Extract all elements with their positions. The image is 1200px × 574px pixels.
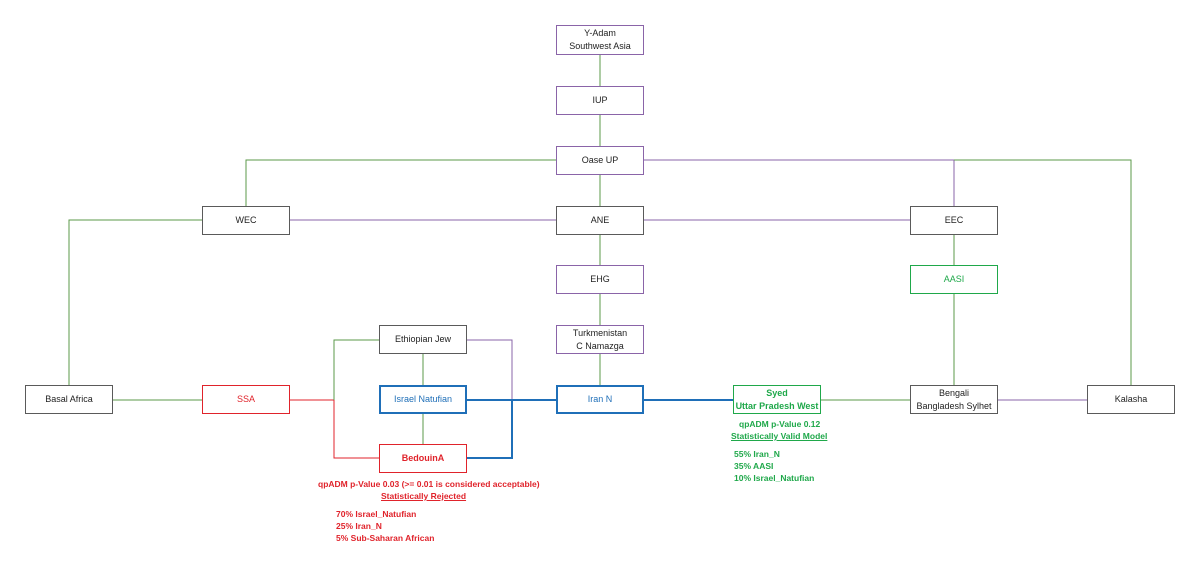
syed-verdict: Statistically Valid Model [731, 431, 828, 441]
node-basal-label: Basal Africa [45, 394, 93, 404]
bedouin-component: 25% Iran_N [336, 521, 382, 531]
node-natufian-label: Israel Natufian [393, 394, 453, 404]
node-ssa-label: SSA [236, 394, 255, 404]
node-syed: Syed Uttar Pradesh West [733, 385, 821, 414]
node-bengali: Bengali Bangladesh Sylhet [910, 385, 998, 414]
node-eec-label: EEC [944, 215, 964, 225]
node-bengali-line2: Bangladesh Sylhet [916, 400, 992, 411]
syed-component: 55% Iran_N [734, 449, 780, 459]
node-syed-line1: Syed [766, 387, 788, 398]
node-israel-natufian: Israel Natufian [379, 385, 467, 414]
node-basal-africa: Basal Africa [25, 385, 113, 414]
node-turkmenistan-line2: C Namazga [576, 340, 624, 351]
node-iran-label: Iran N [587, 394, 613, 404]
node-ane: ANE [556, 206, 644, 235]
node-iup-label: IUP [592, 95, 608, 105]
node-ehg: EHG [556, 265, 644, 294]
node-oase-up: Oase UP [556, 146, 644, 175]
node-ethiopian-label: Ethiopian Jew [394, 334, 452, 344]
node-y-adam-line2: Southwest Asia [569, 41, 631, 51]
edge-wec-basal [68, 219, 202, 385]
bedouin-pvalue: qpADM p-Value 0.03 (>= 0.01 is considere… [318, 479, 540, 489]
node-oase-label: Oase UP [581, 155, 619, 165]
bedouin-component: 70% Israel_Natufian [336, 509, 417, 519]
edge-bedouin-iran [467, 400, 513, 459]
node-ssa: SSA [202, 385, 290, 414]
edge-oase-eec [644, 159, 955, 206]
node-ehg-label: EHG [590, 274, 610, 284]
syed-component: 10% Israel_Natufian [734, 473, 815, 483]
syed-pvalue: qpADM p-Value 0.12 [739, 419, 821, 429]
bedouin-verdict: Statistically Rejected [381, 491, 467, 501]
node-iran-n: Iran N [556, 385, 644, 414]
node-ethiopian-jew: Ethiopian Jew [379, 325, 467, 354]
edge-oase-wec [245, 159, 556, 206]
node-kalasha: Kalasha [1087, 385, 1175, 414]
edge-ssa-bedouin [290, 399, 379, 459]
node-bedouin-label: BedouinA [401, 453, 445, 463]
node-bedouin: BedouinA [379, 444, 467, 473]
node-bengali-line1: Bengali [938, 387, 970, 398]
node-wec-label: WEC [235, 215, 257, 225]
node-syed-line2: Uttar Pradesh West [735, 400, 819, 411]
node-eec: EEC [910, 206, 998, 235]
edge-oase-kalasha [954, 159, 1132, 385]
node-turkmenistan: Turkmenistan C Namazga [556, 325, 644, 354]
bedouin-component: 5% Sub-Saharan African [336, 533, 435, 543]
edge-ethiopian-right [467, 339, 513, 400]
node-aasi-label: AASI [943, 274, 965, 284]
node-iup: IUP [556, 86, 644, 115]
node-kalasha-label: Kalasha [1114, 394, 1148, 404]
node-y-adam: Y-Adam Southwest Asia [556, 25, 644, 55]
node-wec: WEC [202, 206, 290, 235]
node-turkmenistan-line1: Turkmenistan [572, 327, 628, 338]
edge-ethiopian-left [333, 339, 379, 400]
node-aasi: AASI [910, 265, 998, 294]
node-ane-label: ANE [590, 215, 610, 225]
node-y-adam-line1: Y-Adam [584, 28, 616, 38]
syed-component: 35% AASI [734, 461, 774, 471]
